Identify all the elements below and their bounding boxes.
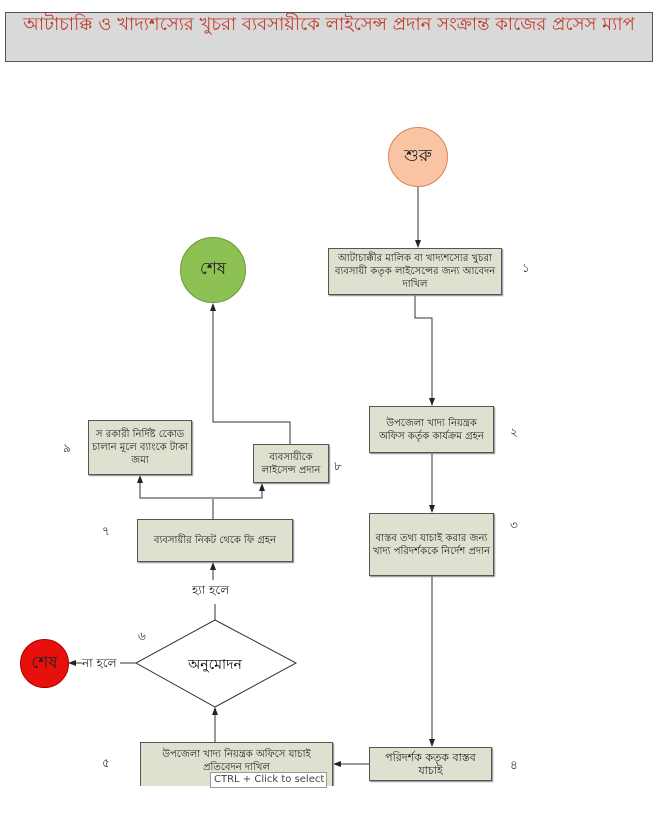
arrow-8-end bbox=[210, 303, 291, 444]
step-1-number: ১ bbox=[522, 261, 530, 275]
end-node-reject: শেষ bbox=[20, 639, 69, 688]
start-node: শুরু bbox=[388, 127, 448, 187]
step-9-box: স রকারী নির্দিষ্ট কোেড চালান মূলে ব্যাংক… bbox=[88, 420, 192, 475]
step-3-box: বাস্তব তথ্য যাচাই করার জন্য খাদ্য পরিদর্… bbox=[369, 513, 494, 576]
step-2-box: উপজেলা খাদ্য নিয়ন্ত্রক অফিস কর্তৃক কার্… bbox=[369, 406, 494, 453]
end-node-success: শেষ bbox=[180, 237, 246, 303]
page-title: আটাচাক্কি ও খাদ্যশস্যের খুচরা ব্যবসায়ীক… bbox=[5, 12, 653, 62]
step-8-number: ৮ bbox=[334, 459, 342, 473]
step-4-number: ৪ bbox=[510, 758, 518, 772]
step-1-box: আটাচাক্কীর মালিক বা খাদ্যশস্যের খুচরা ব্… bbox=[328, 248, 502, 295]
step-8-box: ব্যবসায়ীকে লাইসেন্স প্রদান bbox=[253, 444, 329, 483]
step-2-number: ২ bbox=[510, 425, 518, 439]
step-7-box: ব্যবসায়ীর নিকট থেকে ফি গ্রহন bbox=[137, 519, 293, 562]
step-6-number: ৬ bbox=[138, 629, 146, 643]
tooltip: CTRL + Click to select bbox=[210, 772, 327, 788]
step-9-number: ৯ bbox=[63, 441, 71, 455]
arrow-1-2 bbox=[414, 295, 435, 406]
decision-diamond bbox=[134, 619, 298, 708]
arrow-split-9 bbox=[137, 475, 213, 499]
arrow-split-8 bbox=[213, 483, 265, 499]
page-bottom bbox=[0, 786, 659, 816]
no-label: না হলে bbox=[82, 655, 117, 675]
step-3-number: ৩ bbox=[510, 518, 518, 532]
step-4-box: পরিদর্শক কতৃক বাস্তব যাচাই bbox=[369, 747, 492, 781]
step-5-number: ৫ bbox=[102, 756, 110, 770]
step-7-number: ৭ bbox=[102, 524, 110, 538]
step-6-decision-label: অনুমোদন bbox=[188, 657, 242, 673]
yes-label: হ্যা হলে bbox=[192, 582, 230, 602]
